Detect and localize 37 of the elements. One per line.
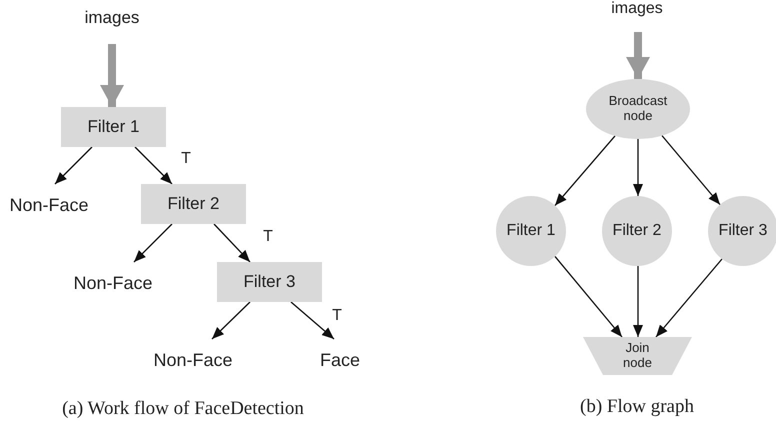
arrow: [134, 146, 172, 184]
node-label: Filter 3: [244, 272, 296, 292]
broadcast-ellipse: [586, 79, 690, 139]
filter-circle: [602, 196, 672, 266]
arrow: [633, 266, 643, 337]
node-label: Filter 1: [88, 117, 140, 137]
node-label: Filter 3: [718, 222, 768, 240]
arrow: [554, 135, 616, 206]
node-text: Face: [310, 339, 370, 371]
node-text: Non-Face: [146, 339, 240, 371]
arrow: [290, 302, 334, 340]
node-text: Non-Face: [2, 184, 96, 216]
node-label: Filter 2: [612, 222, 662, 240]
join-trapezoid: [583, 337, 692, 375]
arrow: [100, 44, 124, 107]
node-label: Join node: [622, 341, 653, 371]
filter-box: [61, 107, 166, 147]
figure-caption: (b) Flow graph: [580, 396, 694, 418]
figure-caption: (a) Work flow of FaceDetection: [62, 398, 304, 420]
arrow: [633, 139, 643, 196]
arrow: [212, 302, 250, 340]
arrow: [656, 258, 722, 338]
filter-box: [141, 184, 246, 224]
node-text: images: [77, 8, 147, 44]
arrow: [662, 135, 720, 206]
filter-circle: [496, 196, 566, 266]
filter-box: [217, 262, 322, 302]
arrow: [214, 224, 250, 262]
node-text: Non-Face: [66, 262, 160, 294]
node-label: Filter 1: [506, 222, 556, 240]
node-label: Broadcast node: [608, 94, 668, 124]
arrow: [554, 256, 622, 338]
arrow: [54, 146, 92, 184]
arrow: [134, 224, 172, 262]
node-label: Filter 2: [168, 194, 220, 214]
node-text: images: [602, 0, 672, 32]
arrow: [626, 32, 650, 79]
